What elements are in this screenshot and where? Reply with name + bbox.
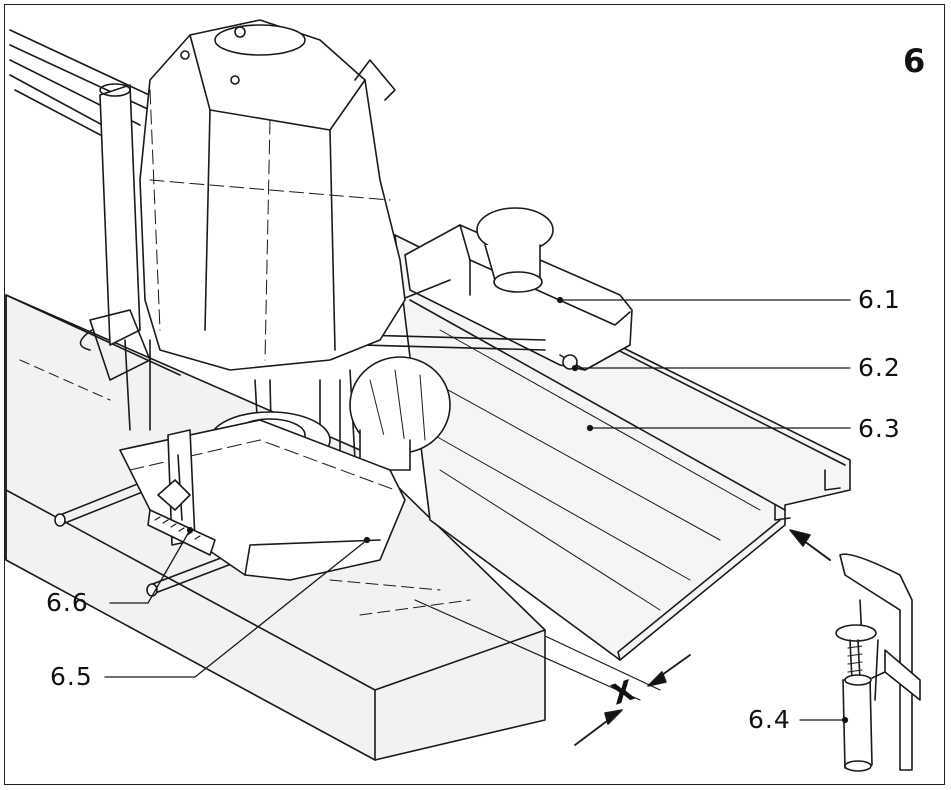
- guide-rail: [394, 234, 851, 661]
- callout-6-4: 6.4: [748, 705, 791, 734]
- depth-scale: [147, 429, 216, 556]
- figure-number: 6: [903, 42, 926, 80]
- clamping-knob: [349, 356, 451, 471]
- callout-leaders: [104, 296, 851, 724]
- callout-6-2: 6.2: [858, 353, 901, 382]
- dimension-x-markers: [414, 599, 691, 746]
- callout-6-3: 6.3: [858, 414, 901, 443]
- callout-6-6: 6.6: [46, 588, 89, 617]
- callout-6-1: 6.1: [858, 285, 901, 314]
- insertion-arrow: [789, 529, 831, 561]
- callout-6-5: 6.5: [50, 662, 93, 691]
- guide-stop-block: [404, 207, 633, 371]
- quick-clamp: [835, 553, 921, 772]
- background-rail: [9, 29, 161, 141]
